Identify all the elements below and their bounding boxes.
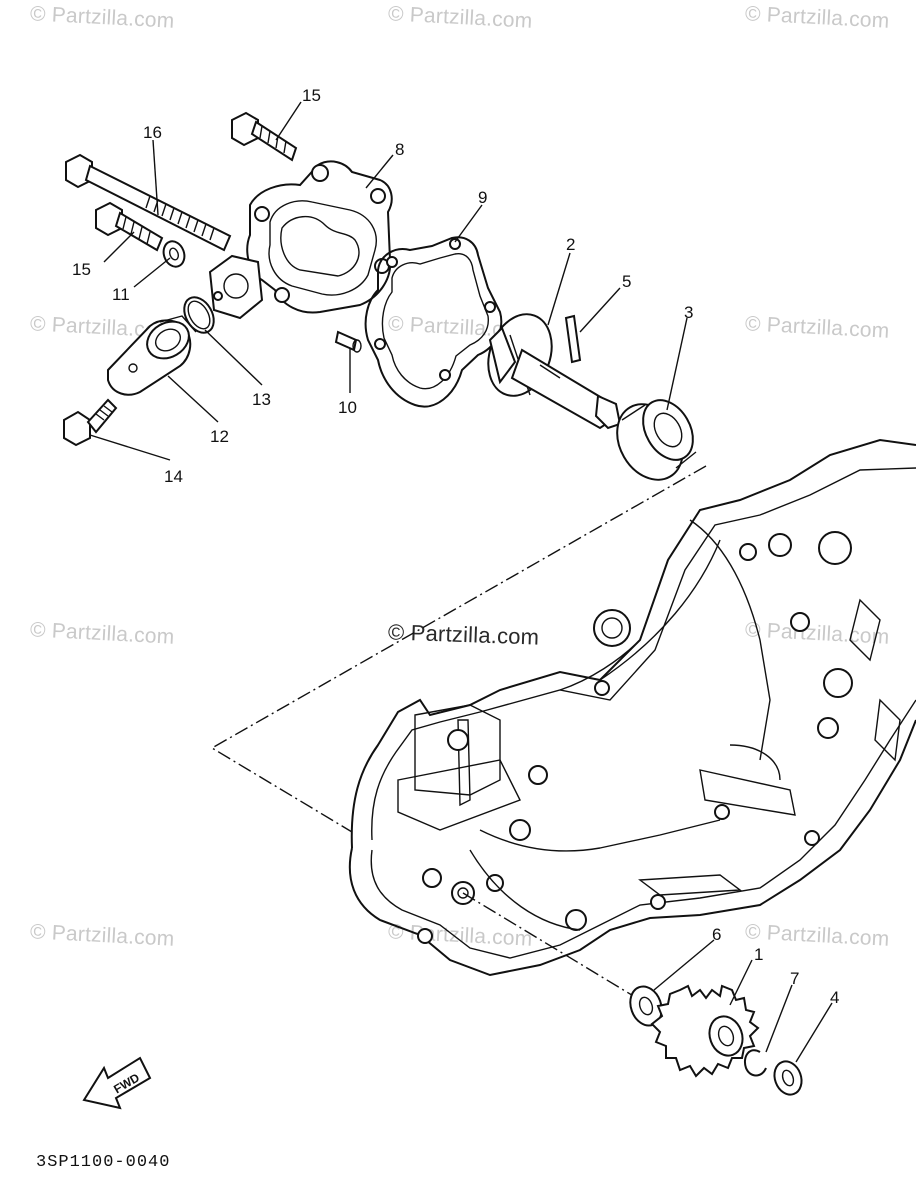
callout-16: 16	[143, 123, 162, 142]
impeller-shaft	[487, 313, 622, 430]
washer-11	[162, 240, 186, 268]
assembly-lines	[210, 465, 707, 1001]
diagram-code: 3SP1100-0040	[36, 1153, 171, 1172]
callout-6: 6	[712, 925, 721, 944]
bolt-15-lower	[95, 201, 164, 252]
water-pump-housing	[208, 160, 393, 320]
callout-9: 9	[478, 188, 487, 207]
callout-14: 14	[164, 467, 183, 486]
housing-gasket	[364, 236, 503, 408]
callout-8: 8	[395, 140, 404, 159]
drive-gear	[650, 984, 760, 1078]
callout-2: 2	[566, 235, 575, 254]
callout-15-lower: 15	[72, 260, 91, 279]
callout-13: 13	[252, 390, 271, 409]
callout-4: 4	[830, 988, 839, 1007]
leader-lines	[89, 101, 833, 1063]
callout-1: 1	[754, 945, 763, 964]
callout-12: 12	[210, 427, 229, 446]
callout-3: 3	[684, 303, 693, 322]
hose-joint	[107, 315, 197, 396]
callout-15: 15	[302, 86, 321, 105]
washer-4	[773, 1060, 803, 1096]
bearing	[616, 399, 697, 481]
callout-5: 5	[622, 272, 631, 291]
callout-11: 11	[112, 285, 130, 304]
bolt-14	[63, 398, 118, 447]
callouts: 15 16 8 9 2 5 3 15 11 13 10 12 14 6 1 7 …	[72, 86, 839, 1007]
crankcase	[348, 438, 916, 977]
fwd-arrow-icon: FWD	[82, 1056, 152, 1110]
dowel-pin	[334, 330, 362, 353]
callout-7: 7	[790, 969, 799, 988]
bolt-15-upper	[231, 111, 298, 162]
callout-10: 10	[338, 398, 357, 417]
circlip-7	[744, 1049, 767, 1077]
